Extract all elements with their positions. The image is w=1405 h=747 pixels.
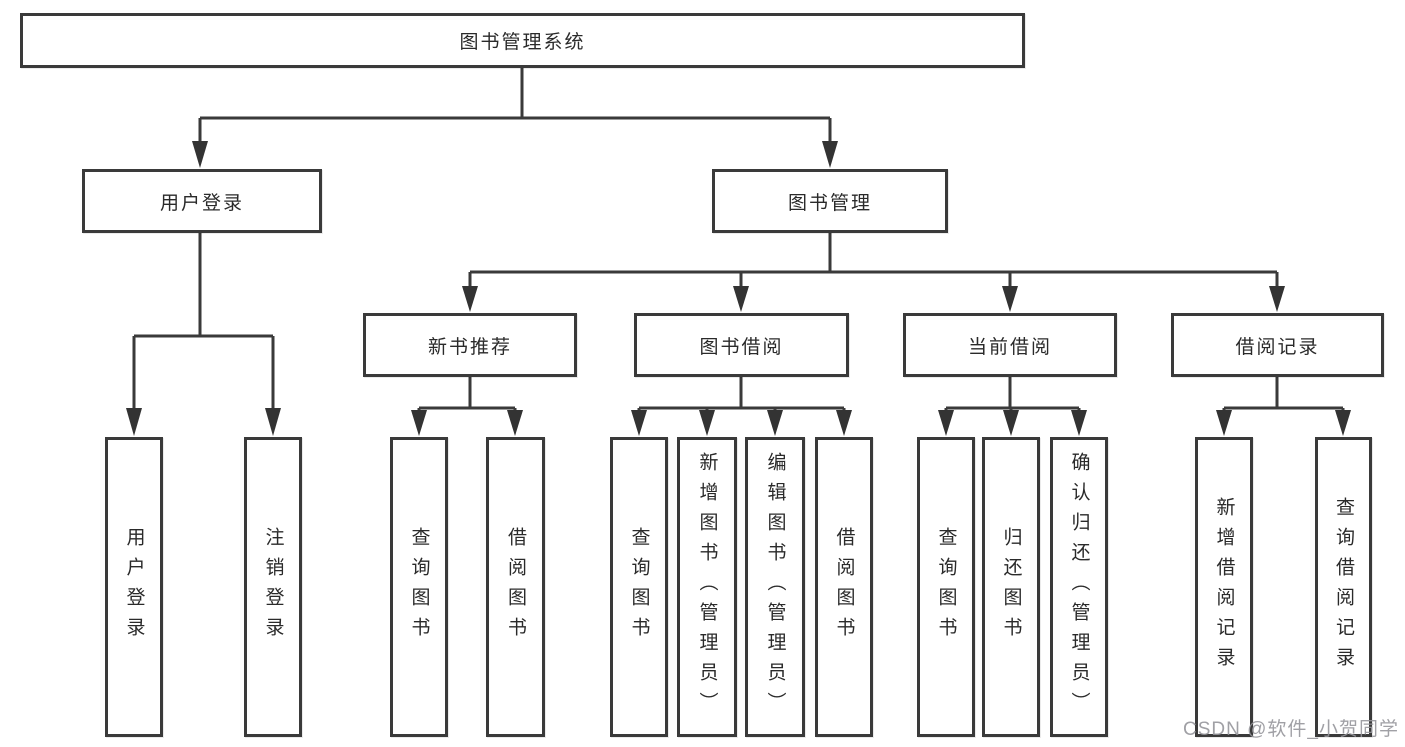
leaf-add-borrow-record: 新增借阅记录 [1195,437,1253,737]
leaf-query-books-1: 查询图书 [390,437,448,737]
leaf-return-books: 归还图书 [982,437,1040,737]
csdn-watermark: CSDN @软件_小贺同学 [1183,719,1399,740]
node-borrowing-records: 借阅记录 [1171,313,1384,377]
node-user-login-label: 用户登录 [159,192,244,214]
node-new-book-recommend-label: 新书推荐 [427,336,512,358]
node-root-label: 图书管理系统 [459,32,586,53]
leaf-confirm-return-admin: 确认归还（管理员） [1050,437,1108,737]
leaf-borrow-books-1: 借阅图书 [486,437,545,737]
node-book-management: 图书管理 [712,169,948,233]
leaf-user-login-label: 用户登录 [123,527,145,647]
leaf-logout: 注销登录 [244,437,302,737]
leaf-add-book-admin: 新增图书（管理员） [677,437,737,737]
leaf-add-borrow-record-label: 新增借阅记录 [1213,497,1235,677]
leaf-query-books-1-label: 查询图书 [408,527,430,647]
node-borrowing-records-label: 借阅记录 [1235,336,1320,358]
leaf-user-login: 用户登录 [105,437,163,737]
node-book-management-label: 图书管理 [787,192,872,214]
leaf-return-books-label: 归还图书 [1000,527,1022,647]
node-current-borrowing-label: 当前借阅 [967,336,1052,358]
leaf-edit-book-admin-label: 编辑图书（管理员） [764,452,786,722]
leaf-borrow-books-2: 借阅图书 [815,437,873,737]
leaf-confirm-return-admin-label: 确认归还（管理员） [1068,452,1090,722]
leaf-query-books-3-label: 查询图书 [935,527,957,647]
node-user-login: 用户登录 [82,169,322,233]
leaf-query-borrow-record-label: 查询借阅记录 [1333,497,1354,677]
leaf-edit-book-admin: 编辑图书（管理员） [745,437,805,737]
node-book-borrowing-label: 图书借阅 [699,336,784,358]
leaf-query-books-2: 查询图书 [610,437,668,737]
node-new-book-recommend: 新书推荐 [363,313,577,377]
leaf-query-books-2-label: 查询图书 [628,527,650,647]
leaf-add-book-admin-label: 新增图书（管理员） [696,452,718,722]
leaf-logout-label: 注销登录 [262,527,284,647]
node-book-borrowing: 图书借阅 [634,313,849,377]
leaf-borrow-books-2-label: 借阅图书 [833,527,855,647]
node-root: 图书管理系统 [20,13,1025,68]
leaf-borrow-books-1-label: 借阅图书 [505,527,526,647]
leaf-query-borrow-record: 查询借阅记录 [1315,437,1372,737]
leaf-query-books-3: 查询图书 [917,437,975,737]
node-current-borrowing: 当前借阅 [903,313,1117,377]
